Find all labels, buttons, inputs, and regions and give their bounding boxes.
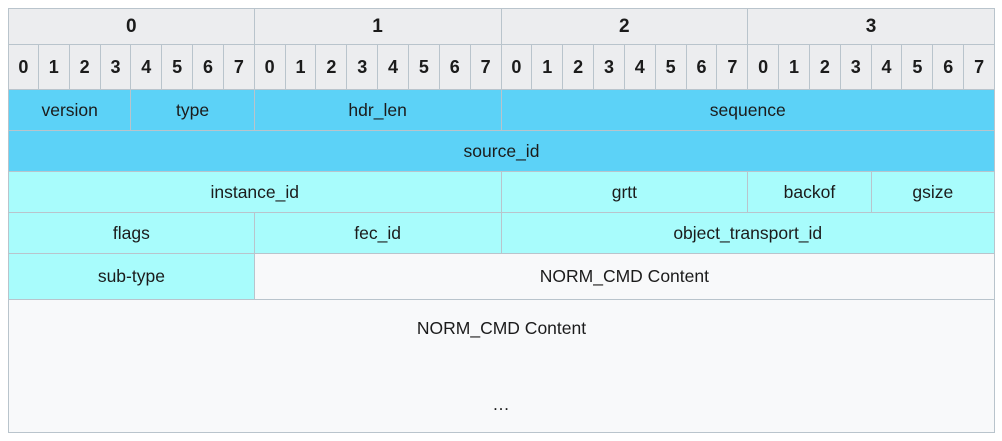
byte-index-3: 3: [748, 8, 995, 45]
field-norm-cmd-content: NORM_CMD Content: [254, 254, 995, 300]
bit-index-cell: 4: [131, 45, 163, 90]
byte-index-2: 2: [501, 8, 749, 45]
bit-index-cell: 5: [162, 45, 194, 90]
bit-index-cell: 6: [686, 45, 718, 90]
bit-index-cell: 6: [439, 45, 471, 90]
bit-index-cell: 0: [254, 45, 286, 90]
field-sub-type: sub-type: [8, 254, 255, 300]
bit-index-cell: 4: [871, 45, 903, 90]
bit-index-cell: 3: [594, 45, 625, 90]
payload-content-label: NORM_CMD Content: [416, 318, 587, 338]
bit-index-cell: 4: [624, 45, 656, 90]
bit-index-cell: 0: [748, 45, 780, 90]
bit-index-cell: 2: [809, 45, 841, 90]
field-version: version: [8, 90, 132, 131]
bit-index-cell: 2: [316, 45, 348, 90]
bit-index-cell: 7: [470, 45, 502, 90]
bit-index-cell: 7: [717, 45, 749, 90]
field-grtt: grtt: [501, 172, 749, 213]
byte-index-1: 1: [254, 8, 502, 45]
field-gsize: gsize: [871, 172, 995, 213]
bit-index-cell: 1: [779, 45, 810, 90]
bit-index-cell: 2: [563, 45, 595, 90]
bit-index-cell: 3: [840, 45, 872, 90]
payload-continuation-ellipsis: …: [492, 394, 511, 414]
field-instance-id: instance_id: [8, 172, 502, 213]
payload-block-row: NORM_CMD Content …: [8, 300, 995, 433]
bit-index-cell: 0: [501, 45, 533, 90]
bit-index-cell: 7: [964, 45, 995, 90]
row-source-id: source_id: [8, 131, 995, 172]
bit-index-cell: 3: [100, 45, 132, 90]
field-flags: flags: [8, 213, 255, 254]
bit-index-cell: 6: [933, 45, 965, 90]
bit-index-cell: 1: [532, 45, 564, 90]
field-object-transport-id: object_transport_id: [501, 213, 995, 254]
payload-content-cell: NORM_CMD Content …: [8, 300, 995, 433]
bit-index-cell: 3: [347, 45, 379, 90]
bit-index-cell: 6: [193, 45, 224, 90]
bit-index-cell: 0: [8, 45, 39, 90]
field-source-id: source_id: [8, 131, 995, 172]
field-type: type: [131, 90, 255, 131]
bit-index-cell: 2: [69, 45, 101, 90]
field-hdr-len: hdr_len: [254, 90, 502, 131]
bit-index-cell: 7: [223, 45, 255, 90]
field-fec-id: fec_id: [254, 213, 502, 254]
bit-index-cell: 4: [378, 45, 409, 90]
bit-index-cell: 5: [655, 45, 687, 90]
field-backof: backof: [748, 172, 872, 213]
bit-index-cell: 5: [902, 45, 934, 90]
bit-index-cell: 5: [408, 45, 440, 90]
byte-index-0: 0: [8, 8, 255, 45]
bit-index-cell: 1: [38, 45, 70, 90]
bit-index-cell: 1: [285, 45, 317, 90]
field-sequence: sequence: [501, 90, 995, 131]
